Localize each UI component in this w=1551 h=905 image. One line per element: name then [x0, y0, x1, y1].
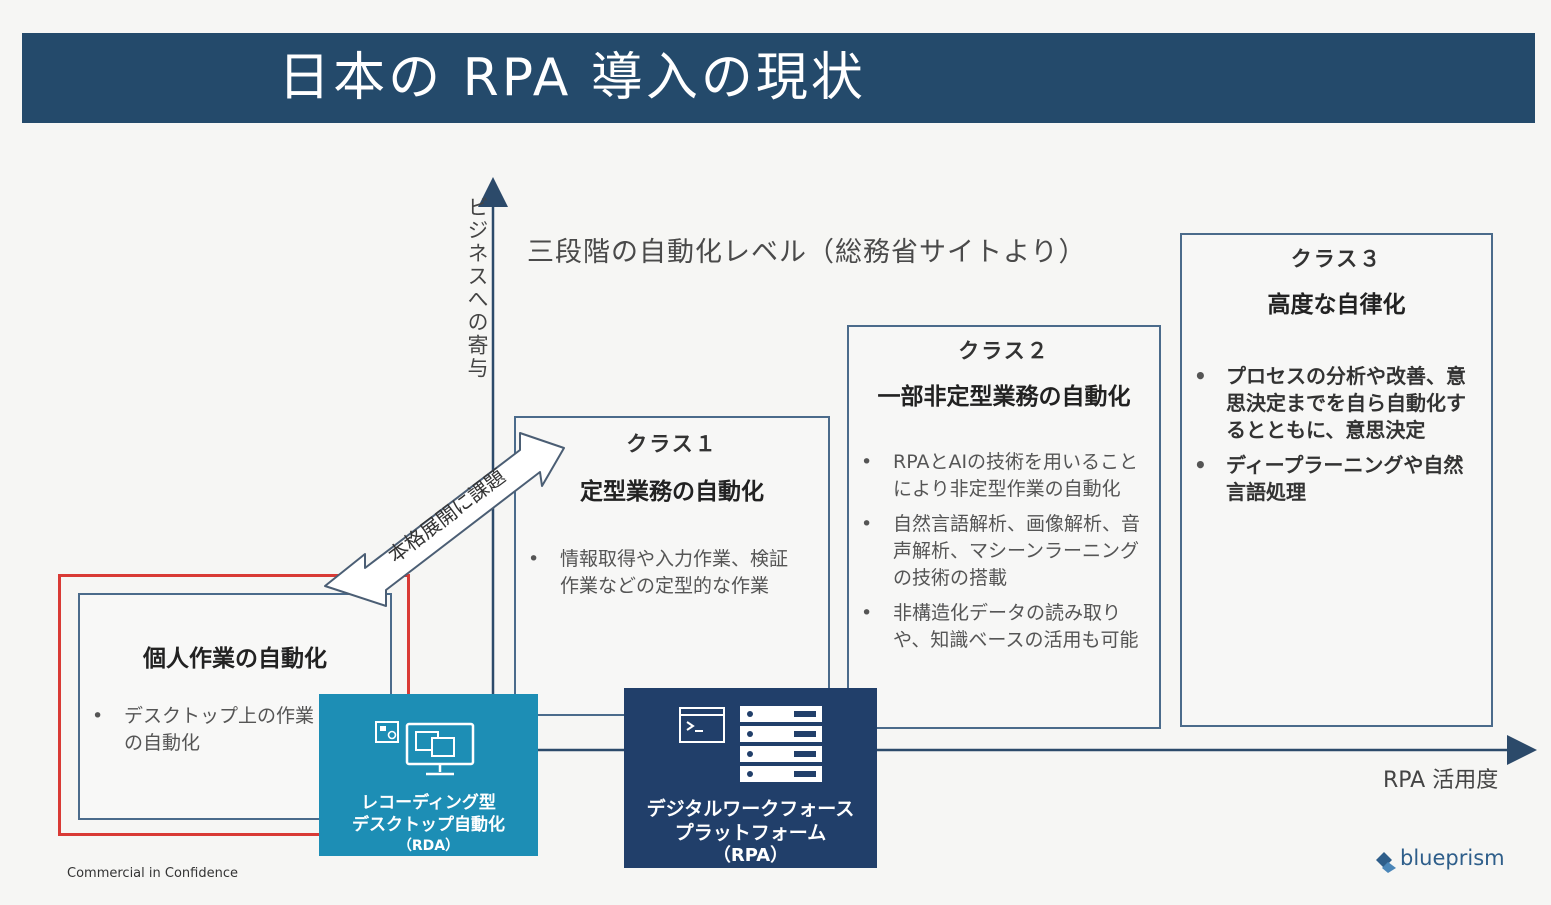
desktop-monitor-icon: [375, 721, 475, 776]
rpa-product-box: デジタルワークフォース プラットフォーム （RPA）: [624, 688, 877, 868]
class-1-number: クラス１: [626, 432, 718, 456]
rda-label-line1: レコーディング型: [361, 793, 496, 813]
class-2-bullets: RPAとAIの技術を用いることにより非定型作業の自動化 自然言語解析、画像解析、…: [849, 449, 1149, 654]
personal-automation-bullet: デスクトップ上の作業の自動化: [80, 703, 320, 757]
class-2-bullet: RPAとAIの技術を用いることにより非定型作業の自動化: [849, 449, 1149, 503]
class-2-box: クラス２ 一部非定型業務の自動化 RPAとAIの技術を用いることにより非定型作業…: [847, 325, 1161, 729]
y-axis-label: ビジネスへの寄与: [465, 196, 489, 380]
page-title: 日本の RPA 導入の現状: [278, 48, 866, 108]
class-1-bullets: 情報取得や入力作業、検証作業などの定型的な作業: [516, 546, 796, 600]
class-3-bullet: ディープラーニングや自然言語処理: [1182, 452, 1482, 506]
class-2-number: クラス２: [958, 339, 1050, 363]
rpa-label-line3: （RPA）: [712, 845, 789, 866]
class-1-name: 定型業務の自動化: [580, 479, 764, 505]
rda-product-box: レコーディング型 デスクトップ自動化 （RDA）: [319, 694, 538, 856]
rda-label-line3: （RDA）: [397, 838, 460, 854]
server-rack-icon: [679, 706, 822, 782]
blueprism-logo-icon: [1376, 852, 1396, 873]
personal-automation-heading: 個人作業の自動化: [143, 646, 327, 672]
class-2-name: 一部非定型業務の自動化: [877, 384, 1131, 410]
class-3-name: 高度な自律化: [1267, 292, 1406, 318]
rpa-label-line1: デジタルワークフォース: [646, 798, 855, 820]
class-3-box: クラス３ 高度な自律化 プロセスの分析や改善、意思決定までを自ら自動化するととも…: [1180, 233, 1493, 727]
x-axis-label: RPA 活用度: [1383, 768, 1499, 793]
class-1-box: クラス１ 定型業務の自動化 情報取得や入力作業、検証作業などの定型的な作業: [514, 416, 830, 716]
blueprism-logo: blueprism: [1370, 846, 1520, 878]
class-3-bullet: プロセスの分析や改善、意思決定までを自ら自動化するとともに、意思決定: [1182, 363, 1482, 444]
title-bar: 日本の RPA 導入の現状: [22, 33, 1535, 123]
class-3-number: クラス３: [1290, 247, 1383, 271]
blueprism-logo-text: blueprism: [1400, 846, 1505, 870]
confidentiality-footer: Commercial in Confidence: [67, 866, 238, 881]
personal-automation-bullets: デスクトップ上の作業の自動化: [80, 703, 320, 757]
class-2-bullet: 自然言語解析、画像解析、音声解析、マシーンラーニングの技術の搭載: [849, 511, 1149, 592]
diagram-subtitle: 三段階の自動化レベル（総務省サイトより）: [527, 237, 1087, 268]
class-2-bullet: 非構造化データの読み取りや、知識ベースの活用も可能: [849, 600, 1149, 654]
rpa-label-line2: プラットフォーム: [674, 822, 827, 844]
class-3-bullets: プロセスの分析や改善、意思決定までを自ら自動化するとともに、意思決定 ディープラ…: [1182, 363, 1482, 506]
class-1-bullet: 情報取得や入力作業、検証作業などの定型的な作業: [516, 546, 796, 600]
challenge-double-arrow: [324, 432, 565, 607]
rda-label-line2: デスクトップ自動化: [352, 815, 505, 835]
